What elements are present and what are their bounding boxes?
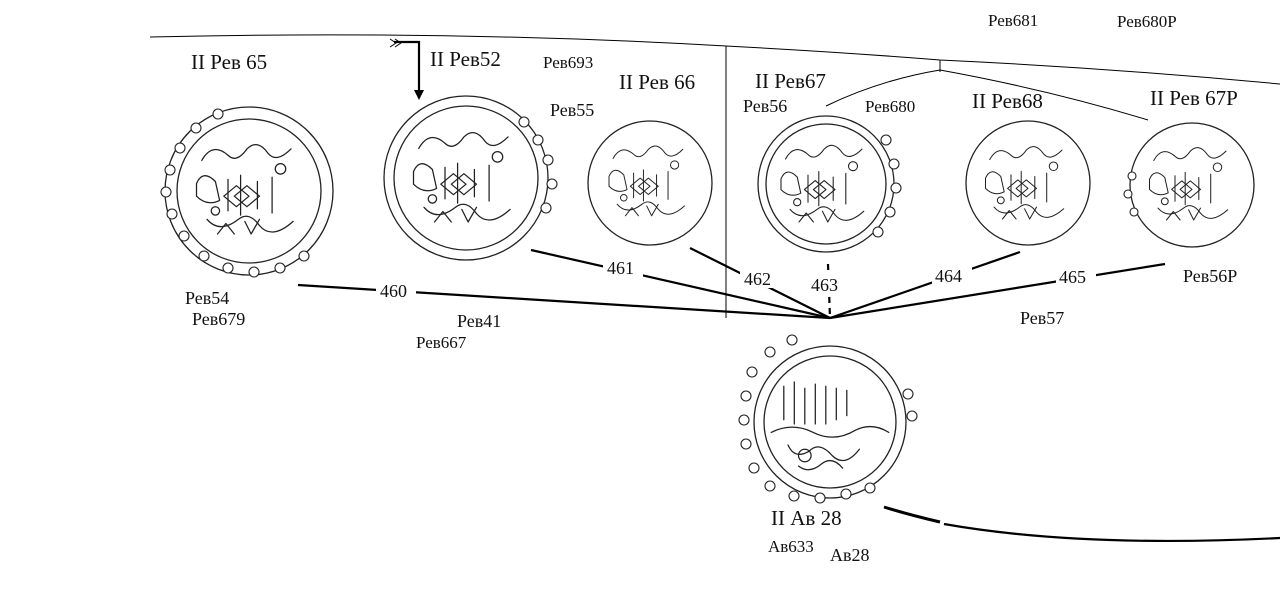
label-rev66: II Рев 66 — [619, 70, 695, 94]
label-rev56: Рев56 — [743, 96, 787, 116]
edge-label-465: 465 — [1059, 267, 1086, 287]
coin-rev65 — [160, 106, 334, 278]
label-rev67: II Рев67 — [755, 69, 826, 93]
edge-label-463: 463 — [811, 275, 838, 295]
label-rev680: Рев680 — [865, 97, 915, 116]
edge-label-464: 464 — [935, 266, 962, 286]
label-rev57: Рев57 — [1020, 308, 1064, 328]
label-rev41: Рев41 — [457, 311, 501, 331]
label-rev67r: II Рев 67Р — [1150, 86, 1238, 110]
coin-rev52 — [383, 95, 558, 261]
edge-label-461: 461 — [607, 258, 634, 278]
coin-rev67p — [1123, 122, 1255, 248]
label-rev680r: Рев680Р — [1117, 12, 1177, 31]
label-av28-title: II Ав 28 — [771, 506, 842, 530]
label-rev56r: Рев56Р — [1183, 266, 1237, 286]
coin-av28 — [738, 334, 918, 504]
label-rev693: Рев693 — [543, 53, 593, 72]
coin-rev66 — [587, 120, 713, 246]
label-rev679: Рев679 — [192, 309, 245, 329]
label-rev65: II Рев 65 — [191, 50, 267, 74]
coin-rev68 — [965, 120, 1091, 246]
label-av28: Ав28 — [830, 545, 870, 565]
label-rev68: II Рев68 — [972, 89, 1043, 113]
label-rev52: II Рев52 — [430, 47, 501, 71]
label-rev667: Рев667 — [416, 333, 467, 352]
label-rev681: Рев681 — [988, 11, 1038, 30]
label-rev54: Рев54 — [185, 288, 229, 308]
edge-label-460: 460 — [380, 281, 407, 301]
coin-rev67 — [757, 115, 902, 253]
label-av633: Ав633 — [768, 537, 814, 556]
label-rev55: Рев55 — [550, 100, 594, 120]
edge-label-462: 462 — [744, 269, 771, 289]
